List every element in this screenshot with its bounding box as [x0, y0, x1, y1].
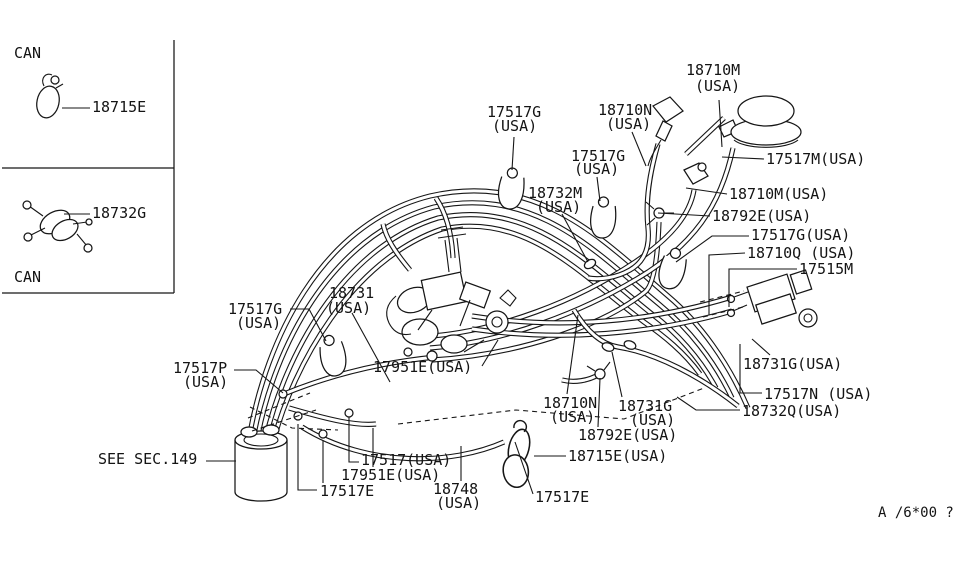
hose-left-and-bottom	[283, 196, 506, 462]
bpt-valve-assembly	[726, 269, 818, 328]
clip-18732G-icon	[22, 200, 93, 253]
callout-18710M-right: 18710M(USA)	[729, 185, 829, 203]
callout-18715E-bottom: 18715E(USA)	[568, 447, 668, 465]
drawing-code: A /6*00 ?	[878, 505, 954, 521]
callout-usa: (USA)	[630, 411, 676, 429]
callout-usa: (USA)	[183, 373, 229, 391]
callout-usa: (USA)	[326, 299, 372, 317]
callout-17517N: 17517N (USA)	[764, 385, 873, 403]
callout-usa: (USA)	[574, 160, 620, 178]
callout-17517: 17517(USA)	[361, 451, 452, 469]
callout-17517G-top: 17517G	[487, 103, 542, 121]
callout-17951E-bottom: 17951E(USA)	[341, 466, 441, 484]
callout-usa: (USA)	[550, 408, 596, 426]
callout-18732M: 18732M	[528, 184, 583, 202]
hose-clip-icon	[658, 247, 687, 290]
callout-18792E-right: 18792E(USA)	[712, 207, 812, 225]
callout-17517P: 17517P	[173, 359, 228, 377]
callout-17517G-mid: 17517G	[571, 147, 626, 165]
callout-usa: (USA)	[536, 198, 582, 216]
callout-18792E-bottom: 18792E(USA)	[578, 426, 678, 444]
hose-clip-icon	[590, 196, 617, 239]
callout-usa: (USA)	[236, 314, 282, 332]
callout-17517G-right: 17517G(USA)	[751, 226, 851, 244]
see-sec-note: SEE SEC.149	[98, 450, 198, 468]
inset-bottom-can-label: CAN	[14, 268, 42, 286]
carburetor-assembly	[386, 226, 517, 362]
hose-clip-icon	[497, 167, 525, 210]
callout-17515M: 17515M	[799, 260, 854, 278]
callout-usa: (USA)	[695, 77, 741, 95]
clip-18715E-icon	[36, 73, 64, 119]
callout-18731G-right: 18731G(USA)	[743, 355, 843, 373]
callout-usa: (USA)	[436, 494, 482, 512]
vacuum-sensor	[647, 96, 684, 167]
callout-17517G-left: 17517G	[228, 300, 283, 318]
callout-18715E-inset: 18715E	[92, 98, 147, 116]
callout-18710N-bottom: 18710N	[543, 394, 598, 412]
callout-17517E-right: 17517E	[535, 488, 590, 506]
callout-17517M: 17517M(USA)	[766, 150, 866, 168]
hose-clip-icon	[502, 419, 531, 489]
hose-sensor-and-pipe	[587, 116, 726, 282]
inset-top-can-label: CAN	[14, 44, 42, 62]
hose-clip-icon	[319, 334, 347, 377]
callout-18732G-inset: 18732G	[92, 204, 147, 222]
callout-18710N-top: 18710N	[598, 101, 653, 119]
callout-17517E-left: 17517E	[320, 482, 375, 500]
hose-connectors	[278, 201, 674, 439]
vacuum-motor	[718, 95, 802, 148]
callout-17951E-mid: 17951E(USA)	[373, 358, 473, 376]
callout-18731: 18731	[329, 284, 375, 302]
callout-18710M-top: 18710M	[686, 61, 741, 79]
callout-18731G-bottom: 18731G	[618, 397, 673, 415]
check-valve	[683, 162, 709, 185]
callout-usa: (USA)	[606, 115, 652, 133]
phantom-lines	[247, 290, 745, 432]
inset-panel-borders	[2, 40, 175, 294]
callout-18710Q: 18710Q (USA)	[747, 244, 856, 262]
charcoal-canister	[234, 424, 288, 502]
callout-usa: (USA)	[492, 117, 538, 135]
callout-18732Q: 18732Q(USA)	[742, 402, 842, 420]
leader-lines	[62, 99, 797, 495]
callout-18748: 18748	[433, 480, 479, 498]
